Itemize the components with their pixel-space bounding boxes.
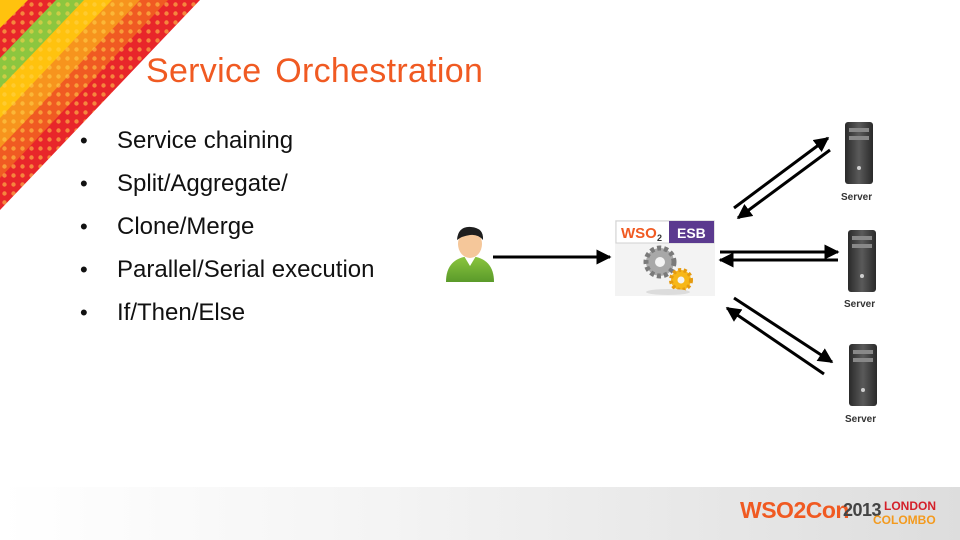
bullet-text: Clone/Merge bbox=[117, 213, 255, 240]
bullet-item: • Split/Aggregate/ bbox=[80, 167, 374, 210]
footer-bar bbox=[0, 487, 960, 540]
server-1: Server bbox=[841, 122, 873, 203]
bullet-item: • If/Then/Else bbox=[80, 296, 374, 339]
server-icon bbox=[848, 230, 876, 292]
esb-brand-sub: 2 bbox=[657, 233, 662, 243]
arrow-esb-to-server-1 bbox=[733, 136, 830, 210]
decorative-corner-banner bbox=[0, 0, 200, 210]
bullet-dot: • bbox=[80, 257, 88, 282]
server-icon bbox=[849, 344, 877, 406]
slide-title: Service Orchestration bbox=[146, 52, 484, 90]
server-label: Server bbox=[844, 299, 875, 310]
server-icon bbox=[845, 122, 873, 184]
server-label: Server bbox=[845, 414, 876, 425]
bullet-text: Service chaining bbox=[117, 127, 294, 154]
gears-icon bbox=[643, 245, 693, 295]
bullet-item: • Clone/Merge bbox=[80, 210, 374, 253]
arrow-server-3-to-esb bbox=[725, 306, 825, 376]
bullet-text: If/Then/Else bbox=[117, 299, 246, 326]
esb-product-text: ESB bbox=[677, 225, 706, 241]
bullet-text: Split/Aggregate/ bbox=[117, 170, 288, 197]
arrow-esb-to-server-3 bbox=[733, 296, 834, 364]
event-city-colombo: COLOMBO bbox=[873, 513, 936, 527]
server-3: Server bbox=[845, 344, 877, 425]
arrow-server-1-to-esb bbox=[736, 148, 831, 220]
bullet-item: • Service chaining bbox=[80, 124, 374, 167]
bullet-dot: • bbox=[80, 300, 88, 325]
server-label: Server bbox=[841, 192, 872, 203]
esb-logo: WSO 2 ESB bbox=[615, 220, 715, 296]
event-name: WSO2Con bbox=[740, 497, 849, 523]
event-year: 2013 bbox=[843, 500, 882, 520]
event-city-london: LONDON bbox=[884, 499, 936, 513]
bullet-list: • Service chaining • Split/Aggregate/ • Clo… bbox=[80, 124, 374, 339]
bullet-dot: • bbox=[80, 214, 88, 239]
bullet-text: Parallel/Serial execution bbox=[117, 256, 375, 283]
server-2: Server bbox=[844, 230, 876, 310]
bullet-dot: • bbox=[80, 128, 88, 153]
user-icon bbox=[446, 226, 494, 282]
bullet-item: • Parallel/Serial execution bbox=[80, 253, 374, 296]
esb-brand-text: WSO bbox=[621, 225, 657, 242]
bullet-dot: • bbox=[80, 171, 88, 196]
